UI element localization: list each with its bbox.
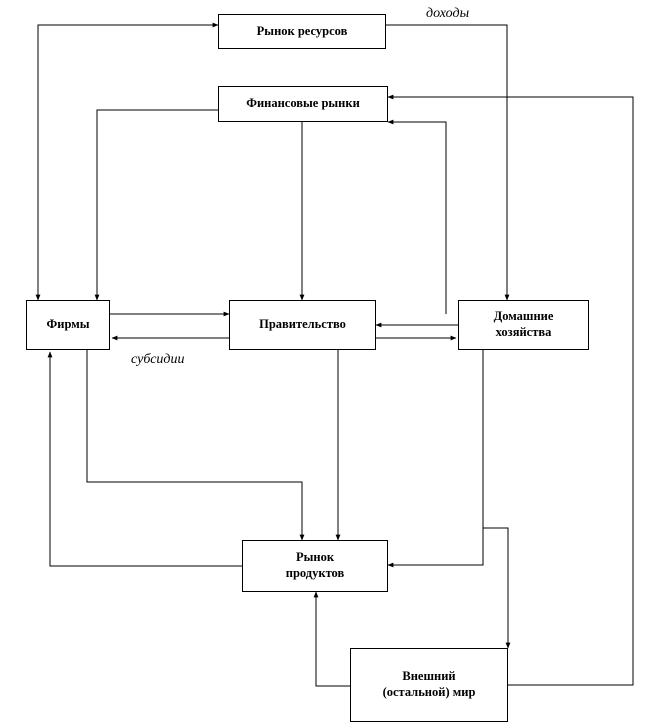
node-firms: Фирмы [26,300,110,350]
edge-external-financial [387,94,634,686]
edge-financial-firms [94,109,218,301]
edge-resource-firms [35,22,219,301]
edge-external-product [313,591,350,687]
node-product-market: Рынок продуктов [242,540,388,592]
edge-product-firms [47,351,242,567]
node-resource-market: Рынок ресурсов [218,14,386,49]
edge-resource-households [386,24,510,301]
edge-households-external [483,527,511,649]
edge-households-financial [387,119,447,314]
edge-households-product [387,350,484,568]
edge-firms-product [86,350,305,541]
node-external-world: Внешний (остальной) мир [350,648,508,722]
node-financial-markets: Финансовые рынки [218,86,388,122]
label-subsidies: субсидии [131,352,185,367]
node-government: Правительство [229,300,376,350]
label-income: доходы [426,6,470,21]
node-households: Домашние хозяйства [458,300,589,350]
